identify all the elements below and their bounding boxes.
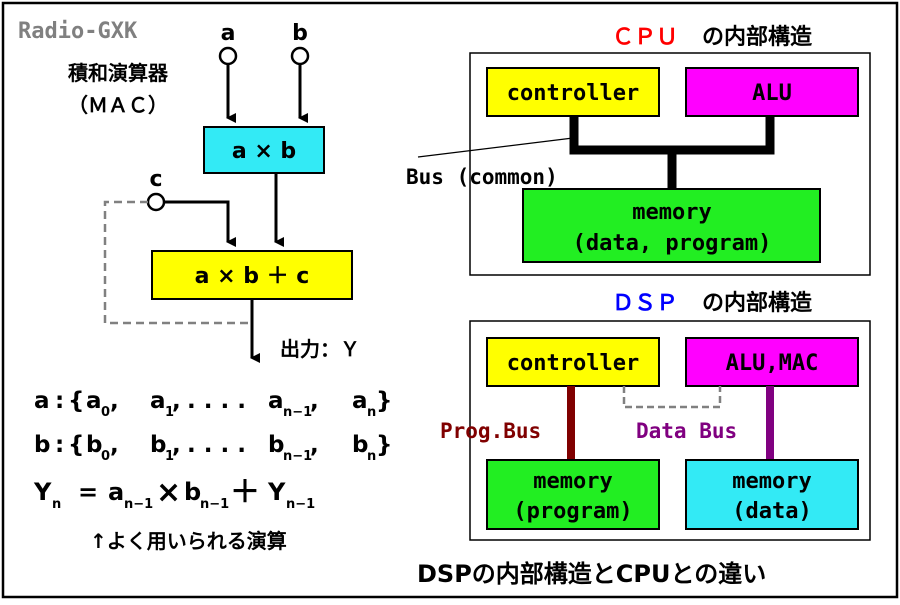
formula-a-term1: a bbox=[150, 388, 166, 414]
dsp-program-memory-line2: (program) bbox=[513, 499, 632, 524]
formula-b-termn1: b bbox=[268, 432, 284, 458]
input-b-terminal bbox=[290, 46, 310, 66]
cpu-bus-pointer bbox=[417, 137, 574, 158]
formula-a-sep1: , bbox=[172, 388, 181, 414]
formula-b-brace-open: { bbox=[68, 432, 84, 458]
formula-b-brace-close: } bbox=[376, 432, 392, 458]
cpu-memory-line1: memory bbox=[632, 200, 711, 225]
formula-a-subn: n bbox=[367, 405, 376, 420]
formula-a-name: a bbox=[34, 388, 50, 414]
formula-y-b: b bbox=[184, 478, 201, 506]
caption: DSPの内部構造とCPUとの違い bbox=[417, 560, 766, 588]
formula-a-termn: a bbox=[352, 388, 368, 414]
formula-b-sub1: 1 bbox=[165, 449, 174, 464]
formula-y-b-sub: n−1 bbox=[200, 497, 229, 512]
input-c-label: c bbox=[149, 167, 162, 192]
formula-y-a-sub: n−1 bbox=[124, 497, 153, 512]
dsp-title-rest: の内部構造 bbox=[702, 290, 812, 316]
formula-a-sub1: 1 bbox=[165, 405, 174, 420]
dsp-alu-label: ALU,MAC bbox=[726, 351, 819, 376]
cpu-memory-line2: (data, program) bbox=[573, 231, 772, 256]
formula-note: ↑よく用いられる演算 bbox=[90, 529, 287, 553]
dsp-control-link bbox=[622, 386, 722, 409]
output-label: 出力：Ｙ bbox=[280, 337, 360, 361]
input-a-terminal bbox=[218, 46, 238, 66]
input-b-label: b bbox=[292, 21, 308, 46]
formula-y-times: × bbox=[156, 475, 181, 510]
formula-a-colon: : bbox=[55, 388, 64, 414]
formula-b-sep0: , bbox=[110, 432, 119, 458]
cpu-bus-label: Bus (common) bbox=[406, 165, 558, 189]
formula-y-Y2-sub: n−1 bbox=[286, 497, 315, 512]
formula-y-Y2: Y bbox=[267, 478, 286, 506]
formula-a-brace-close: } bbox=[376, 388, 392, 414]
cpu-controller-label: controller bbox=[507, 81, 639, 106]
formula-a-sep2: , bbox=[310, 388, 319, 414]
formula-b-subn: n bbox=[367, 449, 376, 464]
arrow-c bbox=[164, 200, 236, 247]
formula-a-sub0: 0 bbox=[101, 405, 110, 420]
formula-b-dots: . . . . bbox=[187, 432, 246, 458]
cpu-title-highlight: ＣＰＵ bbox=[612, 25, 678, 50]
formula-a-subn1: n−1 bbox=[283, 405, 312, 420]
brand-label: Radio-GXK bbox=[18, 19, 138, 44]
dsp-controller-label: controller bbox=[507, 351, 639, 376]
cpu-memory-box bbox=[522, 188, 821, 263]
formula-b-termn: b bbox=[352, 432, 368, 458]
formula-a-brace-open: { bbox=[68, 388, 84, 414]
multiply-box-label: a × b bbox=[232, 139, 296, 164]
mac-title: 積和演算器 bbox=[68, 61, 169, 85]
formula-y-sub-n: n bbox=[52, 497, 61, 512]
formula-b-sub0: 0 bbox=[101, 449, 110, 464]
formula-b-name: b bbox=[34, 432, 50, 458]
dsp-data-memory-line2: (data) bbox=[732, 499, 811, 524]
formula-a-termn1: a bbox=[268, 388, 284, 414]
dsp-data-memory-line1: memory bbox=[732, 469, 811, 494]
formula-y-plus: ＋ bbox=[230, 475, 260, 510]
mac-subtitle: （ＭＡＣ） bbox=[68, 93, 168, 117]
mac-box-label: a × b ＋ c bbox=[195, 264, 310, 289]
formula-b: b : { b 0 , b 1 , . . . . b n−1 , b n } bbox=[34, 432, 392, 464]
formula-b-subn1: n−1 bbox=[283, 449, 312, 464]
dsp-controller-box bbox=[486, 337, 660, 387]
formula-a-sep0: , bbox=[110, 388, 119, 414]
cpu-title-rest: の内部構造 bbox=[702, 24, 812, 50]
formula-b-term0: b bbox=[86, 432, 102, 458]
formula-a-dots: . . . . bbox=[187, 388, 246, 414]
mac-box bbox=[151, 250, 353, 300]
dsp-data-bus-label: Data Bus bbox=[636, 419, 737, 443]
formula-b-colon: : bbox=[55, 432, 64, 458]
formula-a: a : { a 0 , a 1 , . . . . a n−1 , a n } bbox=[34, 388, 392, 420]
formula-b-sep1: , bbox=[172, 432, 181, 458]
formula-b-term1: b bbox=[150, 432, 166, 458]
cpu-alu-box bbox=[685, 67, 859, 117]
formula-y-Y: Y bbox=[33, 478, 52, 506]
input-a-label: a bbox=[221, 21, 236, 46]
cpu-controller-box bbox=[486, 67, 660, 117]
dsp-title-highlight: ＤＳＰ bbox=[612, 291, 678, 316]
dsp-prog-bus-label: Prog.Bus bbox=[440, 419, 541, 443]
dsp-data-memory-box bbox=[685, 459, 859, 530]
feedback-path bbox=[103, 200, 252, 325]
dsp-program-memory-box bbox=[486, 459, 660, 530]
cpu-common-bus bbox=[569, 116, 775, 190]
formula-y: Y n = a n−1 × b n−1 ＋ Y n−1 bbox=[33, 475, 315, 512]
dsp-program-memory-line1: memory bbox=[533, 469, 612, 494]
cpu-alu-label: ALU bbox=[752, 81, 792, 106]
formula-y-a: a bbox=[108, 478, 124, 506]
formula-y-eq: = bbox=[78, 478, 98, 506]
formula-a-term0: a bbox=[86, 388, 102, 414]
multiply-box bbox=[203, 126, 325, 174]
input-c-terminal bbox=[146, 192, 166, 212]
formula-b-sep2: , bbox=[310, 432, 319, 458]
